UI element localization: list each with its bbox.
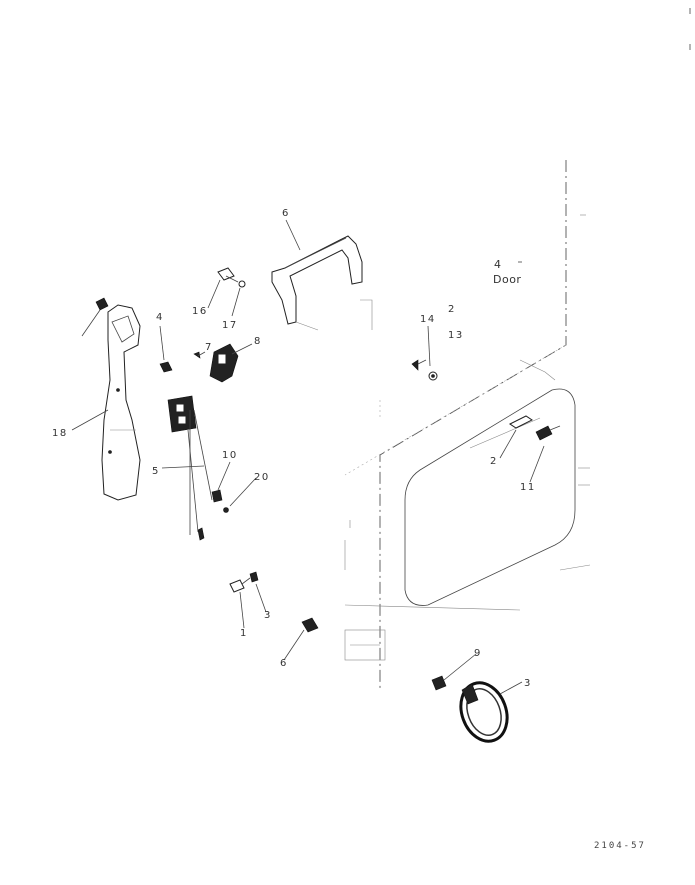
part-bottom-screw: [301, 617, 319, 633]
callout-11: 11: [520, 482, 536, 493]
callout-18: 18: [52, 428, 68, 439]
part-small-hardware: [411, 359, 438, 381]
leader-lines: [71, 219, 545, 695]
callout-14: 14: [420, 314, 436, 325]
part-latch: [209, 343, 239, 383]
callout-1: 1: [240, 628, 248, 639]
callout-20: 20: [254, 472, 270, 483]
part-nut-screw: [211, 489, 229, 513]
part-screw-washer: [217, 267, 246, 288]
part-lock-rod: [167, 395, 213, 541]
part-bolt: [159, 361, 173, 373]
part-screw-right: [535, 425, 561, 441]
callout-6-top: 6: [282, 208, 290, 219]
callout-5: 5: [152, 466, 160, 477]
callout-16: 16: [192, 306, 208, 317]
part-coiled-strap: [459, 681, 509, 743]
callout-3-small: 3: [264, 610, 272, 621]
figure-reference-code: 2104-57: [594, 841, 646, 851]
part-lower-screws: [229, 571, 259, 593]
part-handle-bar: [271, 235, 363, 331]
door-panel-outline: [344, 160, 591, 690]
part-bottom-clip: [431, 675, 447, 691]
part-striker-plate: [509, 415, 533, 429]
door-label-word: Door: [493, 273, 521, 286]
callout-10: 10: [222, 450, 238, 461]
callout-8: 8: [254, 336, 262, 347]
door-label: 4 Door: [493, 258, 522, 286]
callout-6-bottom: 6: [280, 658, 288, 669]
callout-numbers: 6 4 16 17 7 8 18 5 10 20 14 13 2 11 1 3 …: [52, 208, 536, 689]
callout-13: 13: [448, 330, 464, 341]
callout-4: 4: [156, 312, 164, 323]
callout-9: 9: [474, 648, 482, 659]
part-trim-plate: [101, 304, 141, 501]
door-label-number: 4: [494, 258, 502, 271]
part-clip: [95, 297, 109, 311]
callout-2-right: 2: [490, 456, 498, 467]
callout-2-left: 2: [448, 304, 456, 315]
callout-3-strap: 3: [524, 678, 532, 689]
callout-7: 7: [205, 342, 213, 353]
callout-17: 17: [222, 320, 238, 331]
